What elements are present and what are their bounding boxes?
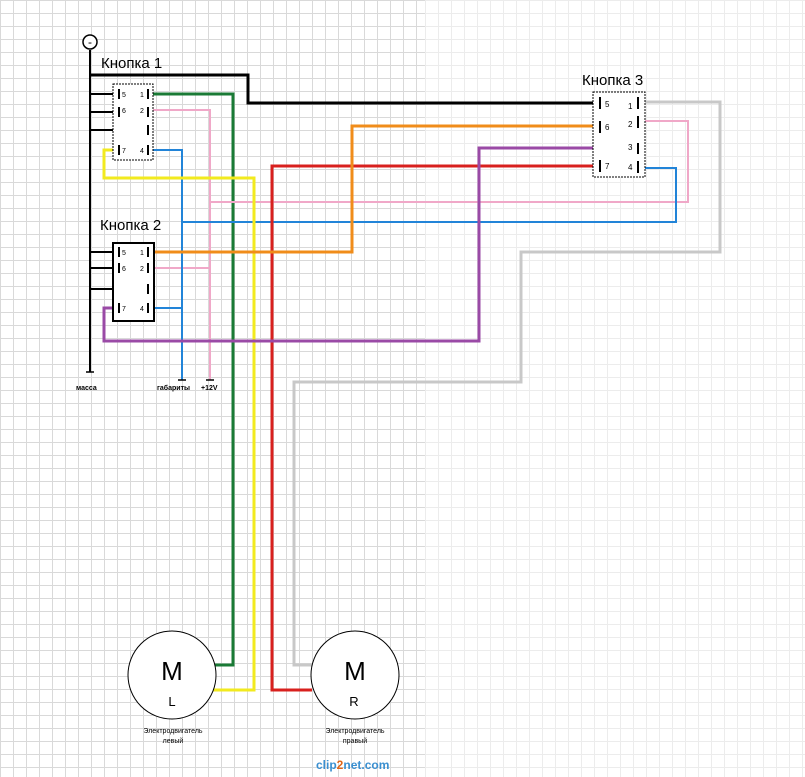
wire-orange bbox=[148, 124, 596, 254]
terminal-parking-label: габариты bbox=[157, 384, 190, 392]
motor-right-caption-side: правый bbox=[343, 737, 367, 745]
svg-text:6: 6 bbox=[122, 108, 126, 115]
button-3: Кнопка 3 5 1 6 2 3 7 4 bbox=[582, 72, 646, 178]
svg-text:R: R bbox=[349, 694, 358, 709]
svg-text:1: 1 bbox=[628, 102, 633, 111]
svg-text:3: 3 bbox=[628, 143, 633, 152]
wire-pink-b3 bbox=[210, 120, 689, 203]
svg-text:2: 2 bbox=[140, 108, 144, 115]
wire-blue-b1 bbox=[148, 149, 183, 380]
wire-blue-b3 bbox=[182, 167, 677, 223]
button-1: Кнопка 1 5 1 6 2 7 4 bbox=[101, 55, 162, 161]
motor-right: M R bbox=[310, 630, 400, 720]
motor-left-caption-side: левый bbox=[163, 737, 184, 745]
svg-text:1: 1 bbox=[140, 92, 144, 99]
terminal-ground-label: масса bbox=[76, 385, 97, 392]
svg-text:4: 4 bbox=[628, 163, 633, 172]
watermark: clip2net.com bbox=[316, 758, 390, 772]
svg-text:7: 7 bbox=[122, 148, 126, 155]
svg-text:6: 6 bbox=[605, 123, 610, 132]
wire-gray bbox=[292, 100, 722, 667]
svg-text:7: 7 bbox=[122, 306, 126, 313]
svg-text:5: 5 bbox=[122, 250, 126, 257]
svg-text:M: M bbox=[344, 656, 366, 686]
wire-green bbox=[148, 92, 235, 667]
wire-yellow bbox=[102, 148, 256, 692]
svg-text:1: 1 bbox=[140, 250, 144, 257]
svg-text:6: 6 bbox=[122, 266, 126, 273]
button-3-title: Кнопка 3 bbox=[582, 72, 643, 89]
ground-symbol: - bbox=[82, 34, 98, 50]
svg-text:4: 4 bbox=[140, 148, 144, 155]
wire-red bbox=[270, 164, 596, 692]
svg-text:7: 7 bbox=[605, 162, 610, 171]
button-2: Кнопка 2 5 1 6 2 7 4 bbox=[100, 217, 161, 322]
motor-right-caption: Электродвигатель bbox=[325, 728, 384, 735]
terminal-power-label: +12V bbox=[201, 385, 218, 392]
button-2-title: Кнопка 2 bbox=[100, 217, 161, 234]
button-1-title: Кнопка 1 bbox=[101, 55, 162, 72]
svg-text:L: L bbox=[168, 694, 175, 709]
svg-text:-: - bbox=[88, 35, 92, 49]
motor-left-caption: Электродвигатель bbox=[143, 728, 202, 735]
svg-text:M: M bbox=[161, 656, 183, 686]
wire-purple bbox=[102, 146, 640, 343]
svg-text:2: 2 bbox=[628, 120, 633, 129]
svg-text:5: 5 bbox=[122, 92, 126, 99]
svg-text:5: 5 bbox=[605, 100, 610, 109]
svg-text:2: 2 bbox=[140, 266, 144, 273]
motor-left: M L bbox=[127, 630, 217, 720]
wire-black-top bbox=[90, 73, 596, 105]
wire-pink-b1 bbox=[148, 109, 211, 380]
svg-text:4: 4 bbox=[140, 306, 144, 313]
